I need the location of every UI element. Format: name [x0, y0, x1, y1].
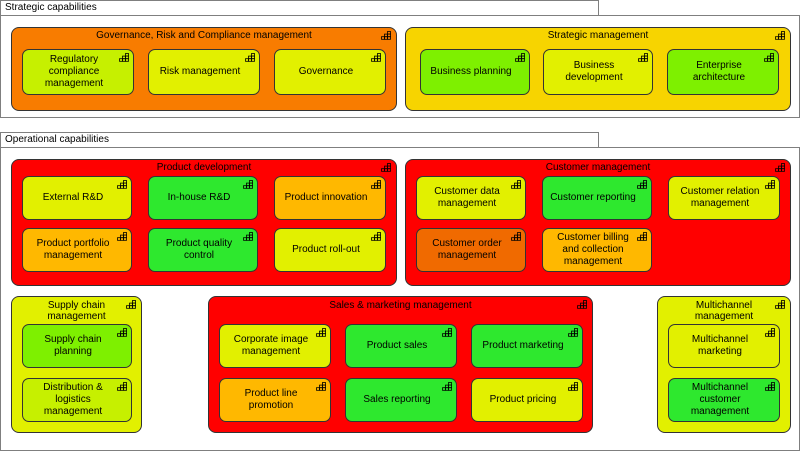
cap-corporate-image[interactable]: Corporate image management — [219, 324, 331, 368]
cap-label: Customer reporting — [550, 192, 636, 203]
capability-icon — [370, 53, 381, 62]
capability-icon — [774, 31, 785, 40]
cap-label: Governance — [298, 66, 354, 77]
cap-label: Sales reporting — [363, 394, 431, 405]
cap-label: Business planning — [430, 66, 512, 77]
cap-customer-reporting[interactable]: Customer reporting — [542, 176, 652, 220]
cap-product-marketing[interactable]: Product marketing — [471, 324, 583, 368]
capability-icon — [514, 53, 525, 62]
capability-icon — [637, 53, 648, 62]
cap-label: Product quality control — [165, 238, 233, 261]
capability-icon — [116, 180, 127, 189]
capability-icon — [441, 328, 452, 337]
capability-icon — [370, 180, 381, 189]
cap-label: External R&D — [42, 192, 104, 203]
group-title: Supply chain management — [47, 300, 106, 322]
cap-product-portfolio[interactable]: Product portfolio management — [22, 228, 132, 272]
cap-label: Enterprise architecture — [692, 60, 746, 83]
cap-sales-reporting[interactable]: Sales reporting — [345, 378, 457, 422]
group-title: Sales & marketing management — [329, 300, 472, 311]
cap-label: In-house R&D — [167, 192, 231, 203]
cap-external-rd[interactable]: External R&D — [22, 176, 132, 220]
capability-icon — [118, 53, 129, 62]
capability-icon — [116, 232, 127, 241]
cap-product-rollout[interactable]: Product roll-out — [274, 228, 386, 272]
section-tab-operational: Operational capabilities — [0, 132, 599, 148]
cap-customer-data[interactable]: Customer data management — [416, 176, 526, 220]
cap-enterprise-architecture[interactable]: Enterprise architecture — [667, 49, 779, 95]
cap-label: Customer relation management — [680, 186, 760, 209]
cap-label: Corporate image management — [233, 334, 309, 357]
cap-label: Product sales — [366, 340, 428, 351]
cap-label: Multichannel marketing — [691, 334, 749, 357]
cap-product-pricing[interactable]: Product pricing — [471, 378, 583, 422]
cap-label: Distribution & logistics management — [43, 382, 103, 417]
cap-supply-chain-planning[interactable]: Supply chain planning — [22, 324, 132, 368]
cap-multichannel-marketing[interactable]: Multichannel marketing — [668, 324, 780, 368]
cap-customer-relation[interactable]: Customer relation management — [668, 176, 780, 220]
cap-label: Multichannel customer management — [690, 382, 750, 417]
group-title: Strategic management — [547, 30, 649, 41]
capability-icon — [441, 382, 452, 391]
capability-icon — [774, 163, 785, 172]
cap-risk-management[interactable]: Risk management — [148, 49, 260, 95]
cap-label: Product marketing — [482, 340, 564, 351]
cap-multichannel-customer[interactable]: Multichannel customer management — [668, 378, 780, 422]
cap-product-quality[interactable]: Product quality control — [148, 228, 258, 272]
cap-label: Product pricing — [489, 394, 557, 405]
cap-label: Business development — [565, 60, 623, 83]
capability-icon — [636, 180, 647, 189]
group-title: Governance, Risk and Compliance manageme… — [96, 30, 312, 41]
capability-icon — [370, 232, 381, 241]
capability-icon — [244, 53, 255, 62]
capability-icon — [380, 163, 391, 172]
group-title: Customer management — [545, 162, 651, 173]
cap-product-line-promotion[interactable]: Product line promotion — [219, 378, 331, 422]
capability-icon — [576, 300, 587, 309]
cap-regulatory-compliance[interactable]: Regulatory compliance management — [22, 49, 134, 95]
capability-icon — [242, 232, 253, 241]
group-title: Product development — [156, 162, 252, 173]
capability-icon — [116, 328, 127, 337]
cap-business-planning[interactable]: Business planning — [420, 49, 530, 95]
cap-label: Product roll-out — [292, 244, 360, 255]
cap-label: Customer billing and collection manageme… — [557, 232, 629, 267]
capability-icon — [242, 180, 253, 189]
capability-icon — [567, 328, 578, 337]
cap-product-sales[interactable]: Product sales — [345, 324, 457, 368]
capability-icon — [764, 328, 775, 337]
capability-icon — [510, 232, 521, 241]
cap-label: Customer data management — [434, 186, 500, 209]
cap-customer-order[interactable]: Customer order management — [416, 228, 526, 272]
capability-icon — [567, 382, 578, 391]
capability-icon — [510, 180, 521, 189]
cap-label: Product innovation — [284, 192, 368, 203]
cap-product-innovation[interactable]: Product innovation — [274, 176, 386, 220]
capability-icon — [763, 53, 774, 62]
cap-label: Product portfolio management — [36, 238, 110, 261]
cap-inhouse-rd[interactable]: In-house R&D — [148, 176, 258, 220]
cap-label: Risk management — [159, 66, 241, 77]
cap-label: Regulatory compliance management — [44, 54, 104, 89]
capability-icon — [315, 328, 326, 337]
cap-governance[interactable]: Governance — [274, 49, 386, 95]
capability-icon — [764, 382, 775, 391]
capability-icon — [116, 382, 127, 391]
capability-icon — [380, 31, 391, 40]
section-tab-strategic: Strategic capabilities — [0, 0, 599, 16]
cap-distribution-logistics[interactable]: Distribution & logistics management — [22, 378, 132, 422]
cap-customer-billing[interactable]: Customer billing and collection manageme… — [542, 228, 652, 272]
cap-label: Supply chain planning — [44, 334, 102, 357]
cap-business-development[interactable]: Business development — [543, 49, 653, 95]
cap-label: Product line promotion — [244, 388, 298, 411]
capability-icon — [125, 300, 136, 309]
capability-icon — [774, 300, 785, 309]
group-title: Multichannel management — [694, 300, 754, 322]
cap-label: Customer order management — [432, 238, 502, 261]
capability-icon — [764, 180, 775, 189]
capability-icon — [315, 382, 326, 391]
capability-icon — [636, 232, 647, 241]
